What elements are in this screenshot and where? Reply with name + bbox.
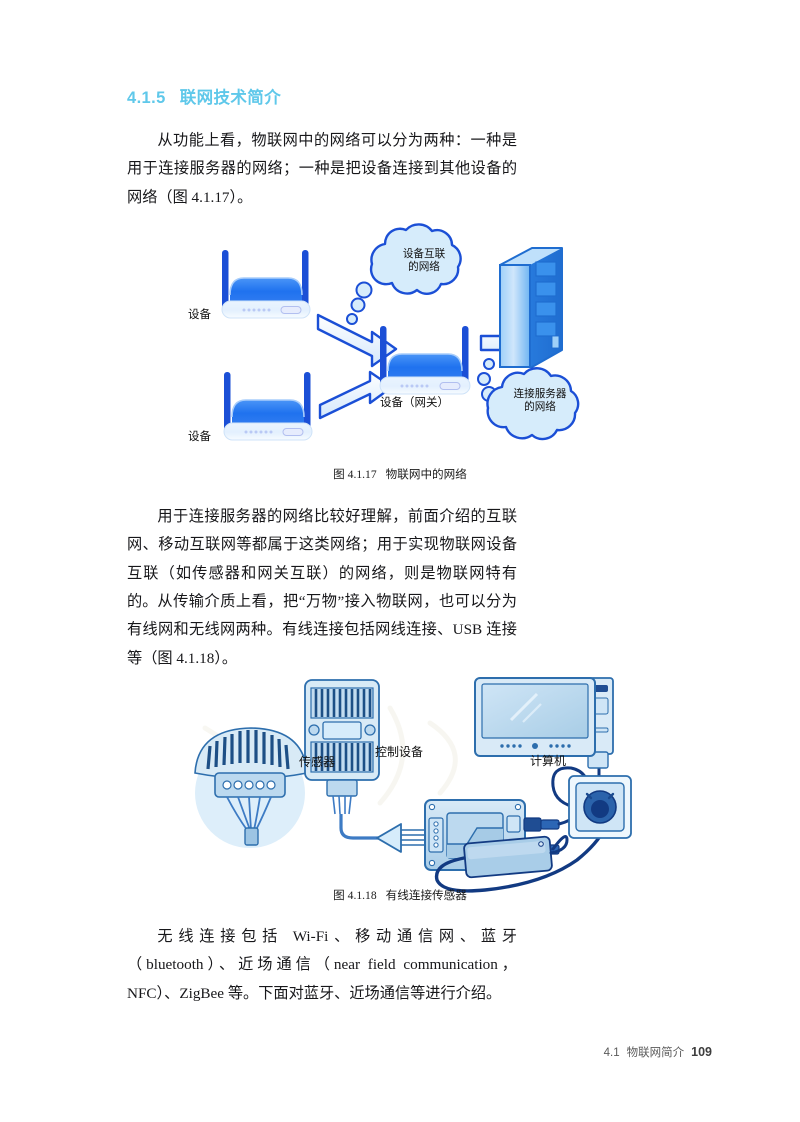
figure-1-caption: 图 4.1.17 物联网中的网络 [0, 466, 800, 482]
router-gateway [379, 326, 471, 395]
figure1-label-gateway: 设备（网关） [380, 397, 449, 409]
page-footer: 4.1 物联网简介 109 [604, 1044, 712, 1060]
adapter-output-cable [549, 835, 569, 855]
wall-socket [568, 775, 632, 839]
footer-section-number: 4.1 [603, 1047, 620, 1059]
section-heading: 4.1.5 联网技术简介 [127, 84, 281, 108]
cloud-left-line-2: 的网络 [408, 262, 440, 273]
figure2-label-control-device: 控制设备 [375, 745, 424, 759]
figure1-label-device-top: 设备 [188, 309, 211, 321]
router-device-top [221, 250, 311, 319]
paragraph-1: 从功能上看，物联网中的网络可以分为两种：一种是用于连接服务器的网络；一种是把设备… [127, 132, 517, 206]
router-device-bottom [223, 372, 313, 441]
figure1-cloud-label-right: 连接服务器 的网络 [490, 388, 590, 414]
server-rack [499, 247, 563, 368]
computer-monitor [474, 677, 596, 757]
cloud-left-line-1: 设备互联 [402, 249, 446, 260]
figure-2-caption-number: 图 4.1.18 [333, 889, 377, 902]
power-cable [434, 826, 607, 893]
ribbon-cable-arrow [376, 823, 427, 853]
paragraph-3: 从传输介质上看，把“万物”接入物联网，也可以分为有线网和无线网两种。有线连接包括… [127, 593, 517, 667]
figure2-label-sensor: 传感器 [299, 755, 336, 769]
cloud-right-line-2: 的网络 [524, 402, 556, 413]
sensor-cable [339, 814, 378, 840]
power-adapter [463, 835, 553, 879]
figure-2-caption-title: 有线连接传感器 [385, 889, 467, 902]
figure-wired-sensor-diagram: 传感器 控制设备 计算机 [175, 668, 635, 893]
figure-iot-network-diagram: 设备 设备 设备（网关） 设备互联 的网络 连接服务器 的网络 [188, 222, 620, 462]
figure-1-caption-number: 图 4.1.17 [333, 468, 377, 481]
figure-1-caption-title: 物联网中的网络 [385, 468, 467, 481]
section-title: 联网技术简介 [179, 89, 282, 107]
paragraph-2: 用于连接服务器的网络比较好理解，前面介绍的互联网、移动互联网等都属于这类网络；用… [127, 508, 517, 611]
figure-2-caption: 图 4.1.18 有线连接传感器 [0, 887, 800, 903]
cloud-server-connection [477, 358, 580, 441]
cloud-device-interconnect [346, 223, 462, 325]
cloud-right-line-1: 连接服务器 [513, 389, 567, 400]
figure-1-graphic [221, 223, 580, 441]
figure2-label-computer: 计算机 [530, 754, 567, 768]
section-number: 4.1.5 [127, 89, 166, 107]
figure1-cloud-label-left: 设备互联 的网络 [376, 248, 472, 274]
figure1-label-device-bottom: 设备 [188, 431, 211, 443]
figure-2-graphic [194, 677, 632, 893]
paragraph-4: 无线连接包括 Wi-Fi、移动通信网、蓝牙（bluetooth）、近场通信（ne… [127, 928, 517, 1002]
dome-sensor [194, 727, 308, 846]
footer-page-number: 109 [691, 1045, 712, 1059]
footer-section-title: 物联网简介 [626, 1047, 685, 1059]
finned-sensor [304, 679, 380, 815]
